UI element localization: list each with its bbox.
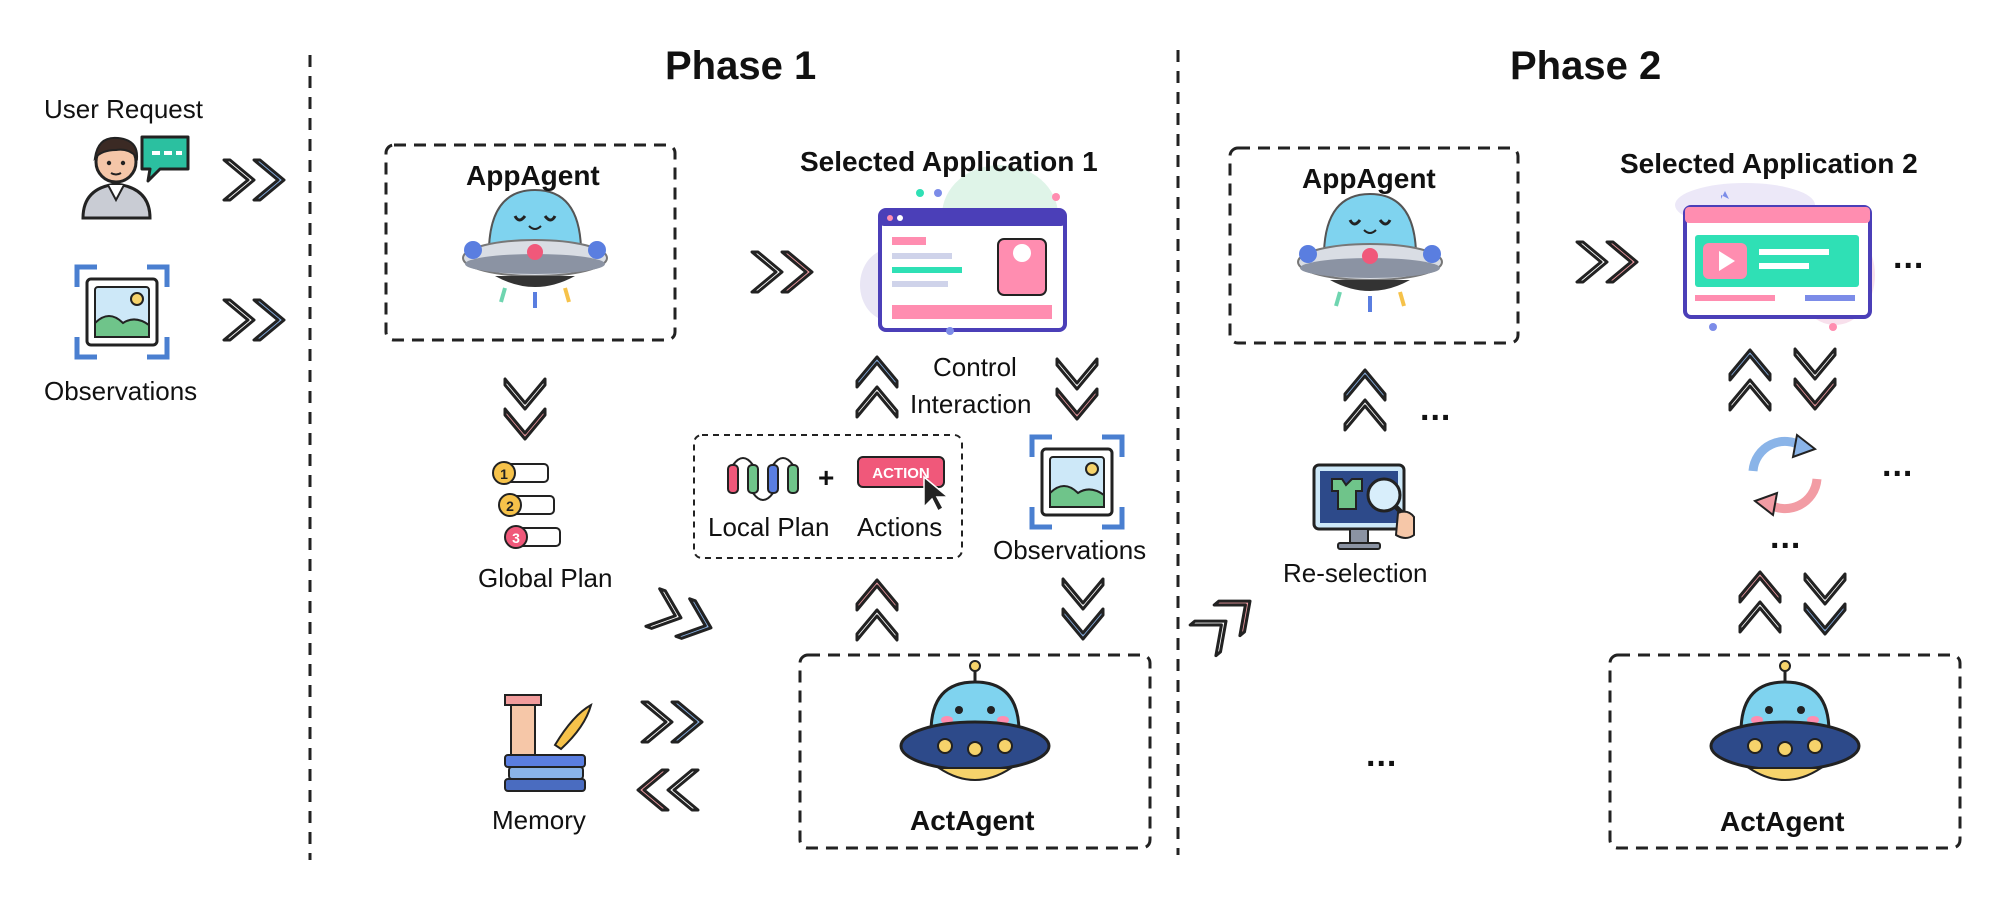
- double-arrow-down-icon-globalplan: [503, 377, 547, 441]
- appagent-ufo-icon-phase1: [462, 188, 608, 308]
- double-arrow-down-icon-interaction-phase2: [1793, 347, 1837, 411]
- observations-icon: [74, 264, 170, 360]
- double-arrow-down-icon-interaction: [1055, 357, 1099, 421]
- appagent-label-phase1: AppAgent: [466, 160, 600, 191]
- double-arrow-down-icon-observations: [1061, 577, 1105, 641]
- double-arrow-down-icon-observations-phase2: [1803, 572, 1847, 636]
- double-arrow-diagonal-icon-globalplan: [644, 587, 720, 649]
- user-request-label: User Request: [44, 94, 203, 124]
- ellipsis-bottom: ...: [1366, 736, 1398, 774]
- double-arrow-right-icon-memory: [640, 700, 704, 744]
- phase-1-title: Phase 1: [665, 44, 817, 88]
- svg-text:1: 1: [500, 466, 508, 482]
- action-badge-icon: ACTION: [857, 456, 951, 513]
- observations-input-label: Observations: [44, 376, 198, 406]
- reselection-monitor-icon: [1312, 463, 1415, 550]
- local-plan-icon: [727, 457, 799, 501]
- svg-text:2: 2: [506, 498, 514, 514]
- svg-text:3: 3: [512, 530, 520, 546]
- actagent-ufo-icon-phase2: [1709, 660, 1861, 781]
- actagent-label-phase2: ActAgent: [1720, 806, 1845, 837]
- appagent-box-phase1: [384, 143, 677, 342]
- ellipsis-below-cycle: ...: [1770, 518, 1802, 556]
- ellipsis-reselection: ...: [1420, 390, 1452, 428]
- actagent-box-phase1: [798, 653, 1152, 850]
- control-label: Control: [933, 352, 1017, 382]
- appagent-label-phase2: AppAgent: [1302, 163, 1436, 194]
- svg-text:ACTION: ACTION: [872, 465, 930, 482]
- cycle-icon: [1748, 433, 1822, 517]
- double-arrow-up-icon-reselection: [1343, 368, 1387, 432]
- ellipsis-app2: ...: [1893, 238, 1925, 276]
- interaction-label: Interaction: [910, 389, 1032, 419]
- reselection-label: Re-selection: [1283, 558, 1428, 588]
- double-arrow-right-icon-request: [222, 158, 286, 202]
- double-arrow-up-icon-actagent-phase2: [1738, 570, 1782, 634]
- double-arrow-diagonal-icon-reselection: [1188, 584, 1265, 658]
- actions-label: Actions: [857, 512, 943, 542]
- double-arrow-right-icon-app2: [1575, 240, 1639, 284]
- observations-phase1-label: Observations: [993, 535, 1147, 565]
- global-plan-label: Global Plan: [478, 563, 613, 593]
- application-window-1-icon: [860, 165, 1067, 335]
- double-arrow-right-icon-app1: [750, 250, 814, 294]
- double-arrow-up-icon-actagent: [855, 578, 899, 642]
- local-plan-actions-box: [693, 434, 963, 559]
- user-avatar-icon: [81, 136, 152, 220]
- actagent-label-phase1: ActAgent: [910, 805, 1035, 836]
- appagent-box-phase2: [1228, 146, 1520, 345]
- actagent-box-phase2: [1608, 653, 1962, 850]
- double-arrow-right-icon-observations: [222, 298, 286, 342]
- selected-application-1-label: Selected Application 1: [800, 146, 1098, 177]
- plus-sign: +: [818, 462, 835, 493]
- double-arrow-up-icon-control: [855, 355, 899, 419]
- speech-bubble-icon: [140, 135, 190, 183]
- ellipsis-cycle: ...: [1882, 446, 1914, 484]
- observations-phase1-icon: [1029, 434, 1125, 530]
- appagent-ufo-icon-phase2: [1297, 192, 1443, 312]
- double-arrow-left-icon-memory: [636, 768, 700, 812]
- local-plan-label: Local Plan: [708, 512, 830, 542]
- memory-label: Memory: [492, 805, 586, 835]
- double-arrow-up-icon-control-phase2: [1728, 348, 1772, 412]
- global-plan-icon: 1 2 3: [492, 461, 561, 549]
- selected-application-2-label: Selected Application 2: [1620, 148, 1918, 179]
- phase-2-title: Phase 2: [1510, 44, 1662, 88]
- actagent-ufo-icon-phase1: [899, 660, 1051, 781]
- application-window-2-icon: [1675, 183, 1875, 331]
- memory-icon: [504, 694, 593, 792]
